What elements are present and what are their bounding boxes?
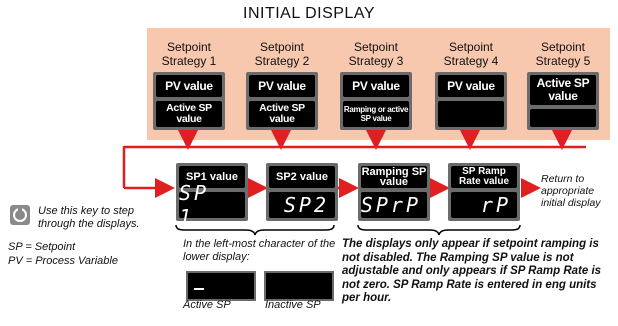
- sp1-display: SP1 value SP 1: [176, 163, 248, 229]
- sp-ramp-rate-lower: rP: [451, 192, 517, 218]
- sp2-display: SP2 value SP2: [266, 163, 338, 221]
- strategy-1-display: PV value Active SP value: [153, 72, 225, 130]
- sp2-lower: SP2: [269, 192, 335, 218]
- ramping-sp-upper: Ramping SP value: [361, 166, 427, 188]
- key-text: Use this key to step through the display…: [38, 205, 140, 230]
- return-text: Return to appropriate initial display: [541, 173, 601, 209]
- strategy-2-label: Setpoint Strategy 2: [254, 40, 310, 68]
- sp2-upper: SP2 value: [269, 166, 335, 188]
- strategy-2-display: PV value Active SP value: [246, 72, 318, 130]
- strategy-1-lower: Active SP value: [156, 101, 222, 127]
- inactive-sp-label: Inactive SP: [265, 299, 321, 311]
- sp-ramp-rate-display: SP Ramp Rate value rP: [448, 163, 520, 221]
- strategy-3-lower: Ramping or active SP value: [343, 101, 409, 127]
- strategy-5-display: Active SP value: [527, 72, 599, 130]
- legend-pv: PV = Process Variable: [8, 255, 118, 267]
- strategy-3-display: PV value Ramping or active SP value: [340, 72, 412, 130]
- diagram-title: INITIAL DISPLAY: [243, 5, 375, 22]
- strategy-3-label: Setpoint Strategy 3: [348, 40, 404, 68]
- strategy-5-label: Setpoint Strategy 5: [535, 40, 591, 68]
- active-sp-label: Active SP: [183, 299, 231, 311]
- brace-left: [175, 224, 335, 236]
- inactive-sp-display: [264, 271, 334, 301]
- strategy-4-label: Setpoint Strategy 4: [443, 40, 499, 68]
- strategy-5-lower: [530, 109, 596, 127]
- strategy-4-upper: PV value: [438, 75, 504, 97]
- strategy-2-lower: Active SP value: [249, 101, 315, 127]
- strategy-4-display: PV value: [435, 72, 507, 130]
- strategy-2-upper: PV value: [249, 75, 315, 97]
- brace-right: [357, 224, 521, 236]
- ramping-sp-display: Ramping SP value SPrP: [358, 163, 430, 221]
- strategy-1-label: Setpoint Strategy 1: [161, 40, 217, 68]
- sp1-lower: SP 1: [179, 181, 245, 229]
- sp-ramp-rate-upper: SP Ramp Rate value: [451, 166, 517, 188]
- strategy-1-upper: PV value: [156, 75, 222, 97]
- sp1-upper: SP1 value: [179, 166, 245, 188]
- leftmost-text: In the left-most character of the lower …: [183, 238, 336, 263]
- ramping-sp-lower: SPrP: [361, 192, 427, 218]
- active-sp-display: [186, 271, 256, 301]
- active-indicator: [194, 288, 204, 290]
- step-key[interactable]: [10, 205, 30, 225]
- strategy-4-lower: [438, 101, 504, 127]
- initial-display-panel: Setpoint Strategy 1 Setpoint Strategy 2 …: [147, 28, 610, 140]
- legend-sp: SP = Setpoint: [8, 241, 76, 253]
- strategy-3-upper: PV value: [343, 75, 409, 97]
- cycle-icon: [13, 207, 27, 222]
- strategy-5-upper: Active SP value: [530, 75, 596, 105]
- note-text: The displays only appear if setpoint ram…: [342, 238, 602, 304]
